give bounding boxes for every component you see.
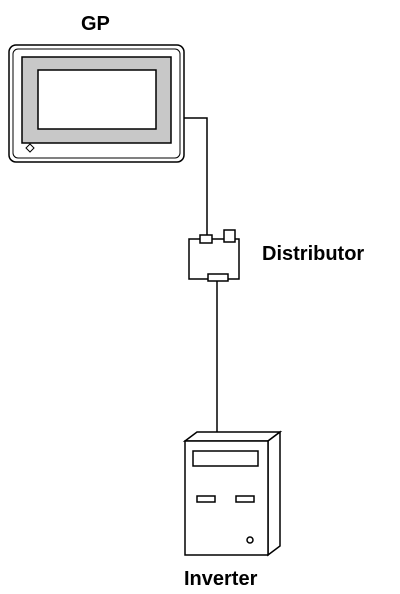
gp-screen [37, 69, 157, 130]
distributor-body [188, 238, 240, 280]
distributor-label: Distributor [262, 243, 365, 265]
gp-to-distributor-cable [178, 117, 208, 239]
inverter-key-right [235, 495, 255, 503]
distributor-port-right [223, 229, 236, 243]
gp-device [8, 44, 185, 163]
distributor-port-bottom [207, 273, 229, 282]
inverter-label: Inverter [184, 568, 258, 590]
distributor-port-left [199, 234, 213, 244]
gp-bezel-inner-edge [12, 48, 181, 159]
inverter-key-left [196, 495, 216, 503]
circle-icon [246, 536, 254, 544]
distributor-device [188, 229, 240, 282]
diamond-icon [25, 143, 35, 153]
gp-label: GP [81, 13, 110, 35]
inverter-top [182, 431, 283, 442]
inverter-display [192, 450, 259, 467]
inverter-device [182, 430, 283, 557]
inverter-side [267, 430, 281, 557]
